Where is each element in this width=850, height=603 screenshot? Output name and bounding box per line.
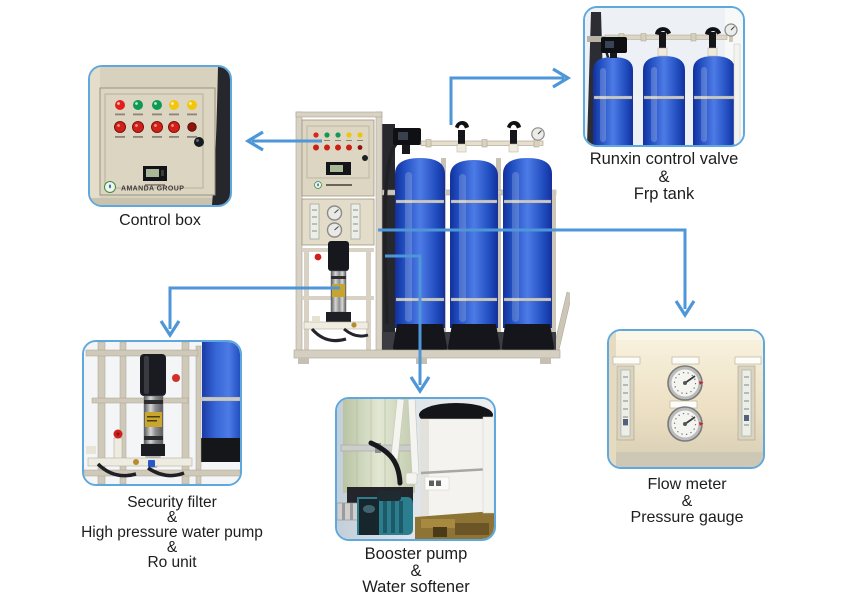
label-line: & (166, 509, 178, 526)
booster-softener-photo (337, 399, 494, 539)
booster-pump (337, 491, 413, 535)
machine-flow-panel (301, 198, 375, 246)
control-box-callout: AMANDA GROUP (88, 65, 232, 207)
flow-pressure-photo (609, 331, 763, 467)
machine-top-piping (393, 121, 545, 154)
selector-knob (194, 137, 204, 147)
runxin-frp-label: Runxin control valve & Frp tank (562, 150, 766, 204)
label-line: Security filter (127, 494, 217, 511)
brand-text: AMANDA GROUP (121, 186, 184, 193)
control-box-photo: AMANDA GROUP (90, 67, 230, 205)
label-line: Pressure gauge (630, 509, 744, 526)
membrane-tank (198, 342, 240, 462)
security-ro-callout (82, 340, 242, 486)
label-line: High pressure water pump (81, 524, 263, 541)
flow-pressure-callout (607, 329, 765, 469)
white-pipes (390, 399, 420, 485)
security-ro-label: Security filter & High pressure water pu… (50, 494, 294, 571)
label-line: & (410, 561, 422, 580)
runxin-control-valve (601, 37, 627, 58)
brine-tank (419, 403, 493, 535)
brand-logo (104, 181, 116, 193)
photo-background-edge (212, 67, 230, 205)
flow-meter (737, 365, 756, 441)
lcd-display (143, 166, 167, 186)
pressure-gauge (667, 406, 704, 442)
wood-pallet (415, 511, 494, 539)
label-line: Runxin control valve (589, 150, 739, 168)
label-line: & (166, 539, 178, 556)
machine-control-box (301, 119, 375, 197)
machine-high-pressure-pump (302, 241, 374, 350)
steel-frame (84, 342, 240, 484)
pressure-gauge (724, 23, 738, 42)
main-machine-photo (288, 100, 570, 370)
label-line: Water softener (362, 578, 470, 596)
label-line: & (681, 492, 693, 510)
pressure-gauge (667, 365, 704, 401)
machine-base (293, 349, 561, 364)
security-ro-photo (84, 342, 240, 484)
push-buttons (114, 121, 204, 147)
runxin-frp-photo (585, 8, 743, 145)
tank-valve (705, 27, 721, 57)
machine-frp-tanks (383, 142, 554, 352)
booster-softener-callout (335, 397, 496, 541)
label-line: Frp tank (633, 185, 695, 203)
flow-meter (616, 365, 635, 441)
indicator-lights (115, 100, 197, 116)
label-line: Flow meter (647, 476, 727, 493)
frp-tanks (593, 56, 735, 145)
runxin-frp-callout (583, 6, 745, 147)
frp-softener-tank (340, 399, 418, 507)
label-line: Control box (119, 212, 201, 229)
machine-pressure-gauge (531, 127, 545, 146)
control-box-label: Control box (86, 212, 234, 230)
label-line: Ro unit (147, 554, 197, 571)
tank-valve (655, 27, 671, 57)
label-line: Booster pump (364, 545, 468, 563)
flow-pressure-label: Flow meter & Pressure gauge (597, 476, 777, 527)
label-line: & (658, 167, 670, 186)
booster-softener-label: Booster pump & Water softener (328, 546, 504, 596)
bottom-piping (86, 429, 193, 478)
